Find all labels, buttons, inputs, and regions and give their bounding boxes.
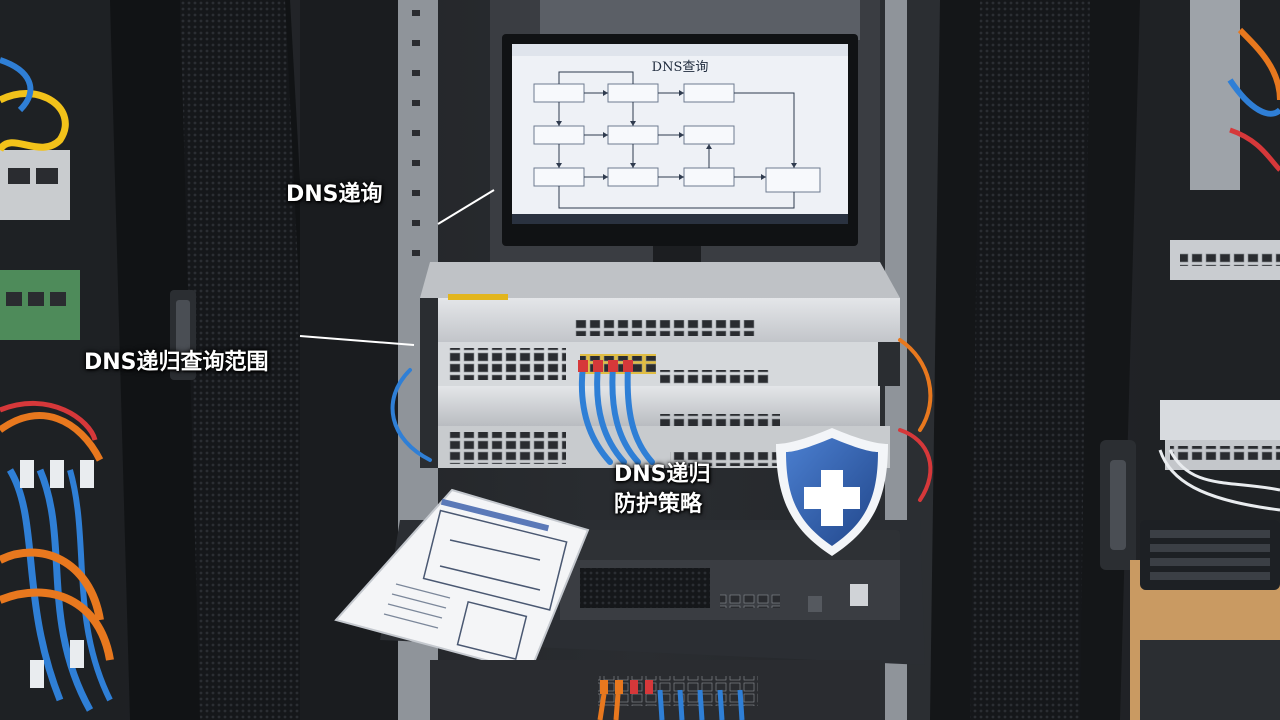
annotation-dns-recursion: DNS递询	[286, 182, 383, 207]
annotation-dns-recursion-scope: DNS递归查询范围	[84, 350, 269, 375]
annotation-dns-recursion-policy: DNS递归 防护策略	[614, 460, 711, 520]
flowchart-box	[765, 167, 821, 193]
shield-cross-icon	[776, 428, 888, 556]
network-switch	[420, 262, 900, 354]
flowchart-box	[607, 167, 659, 187]
flowchart-box	[533, 125, 585, 145]
flowchart-box	[607, 125, 659, 145]
screen-title: DNS查询	[651, 60, 709, 75]
window-titlebar	[512, 44, 848, 56]
patch-cables	[390, 338, 933, 502]
network-switch	[420, 386, 880, 428]
flowchart-box	[533, 167, 585, 187]
left-rack	[0, 0, 114, 720]
flowchart-box	[683, 167, 735, 187]
flowchart-box	[533, 83, 585, 103]
left-door	[110, 0, 330, 720]
flowchart-diagram	[533, 71, 821, 209]
monitor-screen: DNS查询	[512, 44, 848, 224]
annotation-policy-line2: 防护策略	[614, 492, 703, 517]
taskbar	[512, 214, 848, 224]
right-door	[930, 0, 1140, 720]
right-rack	[1130, 0, 1280, 720]
network-switch	[420, 342, 900, 386]
bottom-switch	[430, 660, 880, 720]
flowchart-box	[607, 83, 659, 103]
flowchart-box	[683, 83, 735, 103]
annotation-policy-line1: DNS递归	[614, 462, 711, 487]
flowchart-box	[683, 125, 735, 145]
